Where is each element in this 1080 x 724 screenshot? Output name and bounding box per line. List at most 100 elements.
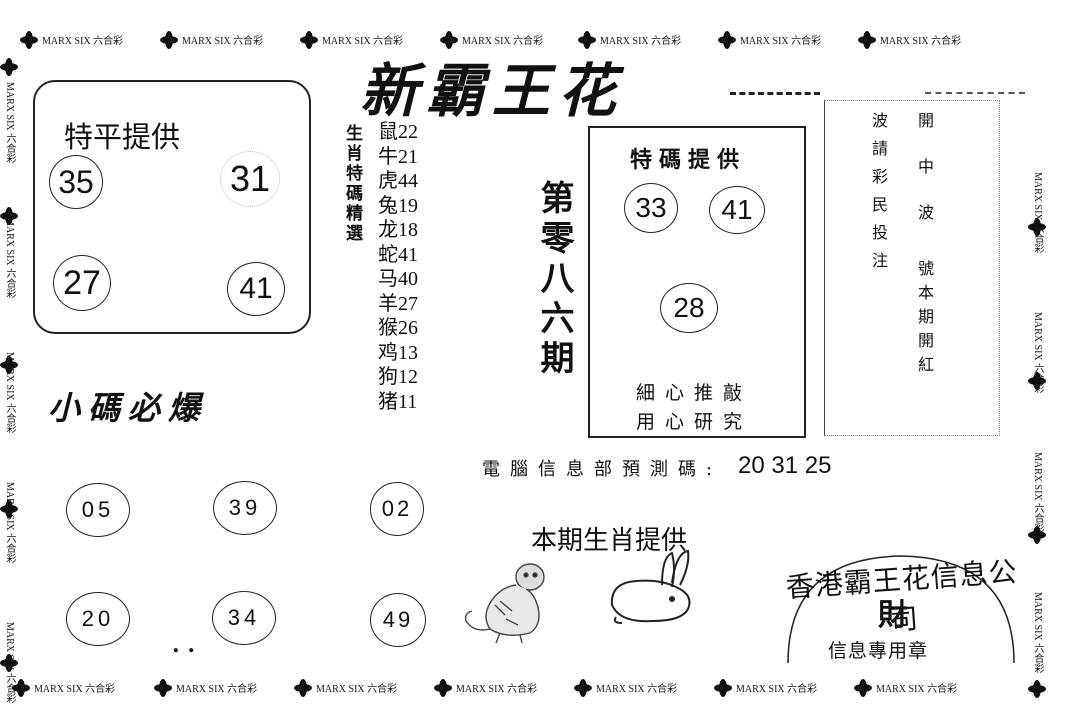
monkey-illustration — [464, 563, 545, 644]
zodiac-animal: 猪 — [378, 388, 398, 413]
flower-icon — [854, 678, 872, 697]
zodiac-animal: 虎 — [378, 168, 398, 192]
border-label: MARX SIX 六合彩 — [462, 36, 544, 47]
zodiac-animal: 蛇 — [378, 241, 398, 266]
zodiac-number: 11 — [398, 390, 418, 413]
flower-icon — [718, 30, 736, 49]
border-item: MARX SIX 六合彩 — [154, 678, 257, 697]
border-label: MARX SIX 六合彩 — [316, 684, 398, 695]
tema-heading: 特碼提供 — [630, 147, 747, 173]
period-label: 第零八六期 — [534, 180, 574, 380]
border-label: MARX SIX 六合彩 — [600, 36, 682, 47]
notice-col1: 波請彩民投注 — [869, 112, 888, 280]
zodiac-animal: 牛 — [378, 143, 398, 168]
zodiac-row: 猴26 — [378, 315, 448, 341]
border-item: MARX SIX 六合彩 — [574, 678, 678, 697]
zodiac-animal: 猴 — [378, 315, 398, 339]
tema-box — [588, 126, 806, 438]
zodiac-row: 狗12 — [378, 364, 448, 390]
border-label: MARX SIX 六合彩 — [456, 684, 538, 695]
notice-col2: 開中波 — [915, 112, 934, 250]
flower-icon — [0, 500, 18, 518]
border-label: MARX SIX 六合彩 — [4, 217, 15, 299]
flower-icon — [1028, 680, 1046, 698]
tema-number: 41 — [709, 186, 765, 234]
zodiac-animal: 兔 — [378, 192, 398, 217]
teping-number: 31 — [220, 151, 280, 207]
zodiac-number: 27 — [398, 292, 418, 315]
border-label: MARX SIX 六合彩 — [322, 36, 404, 47]
zodiac-number: 41 — [398, 243, 418, 266]
page-title: 新霸王花 — [360, 57, 625, 125]
zodiac-animal: 马 — [378, 266, 398, 290]
flower-icon — [154, 678, 172, 697]
flower-icon — [1028, 218, 1046, 236]
border-label: MARX SIX 六合彩 — [4, 482, 15, 564]
seal-ring — [787, 555, 1015, 664]
flower-icon — [0, 654, 18, 672]
seal-bottom: 信息專用章 — [828, 640, 929, 662]
border-label: MARX SIX 六合彩 — [42, 36, 124, 47]
zodiac-number: 26 — [398, 317, 418, 339]
zodiac-number: 12 — [398, 366, 418, 388]
border-label: MARX SIX 六合彩 — [1032, 452, 1043, 534]
border-label: MARX SIX 六合彩 — [182, 36, 264, 47]
border-item: MARX SIX 六合彩 — [440, 30, 544, 49]
zodiac-number: 40 — [398, 268, 418, 290]
zodiac-side-label: 生肖特碼精選 — [342, 124, 362, 244]
company-seal: 香港霸王花信息公司 財 信息專用章 — [768, 548, 1034, 673]
border-label: MARX SIX 六合彩 — [880, 36, 962, 47]
flower-icon — [434, 678, 452, 697]
border-left: MARX SIX 六合彩 MARX SIX 六合彩 MARX SIX 六合彩 MARX… — [0, 0, 1080, 703]
zodiac-row: 猪11 — [378, 388, 448, 415]
small-number: 20 — [66, 592, 130, 646]
border-item: MARX SIX 六合彩 — [578, 30, 682, 49]
border-item: MARX SIX 六合彩 — [294, 678, 398, 697]
border-label: MARX SIX 六合彩 — [736, 684, 818, 695]
zodiac-row: 牛21 — [378, 143, 448, 170]
border-item: MARX SIX 六合彩 — [20, 30, 124, 49]
zodiac-row: 蛇41 — [378, 241, 448, 268]
small-number: 49 — [370, 593, 426, 647]
zodiac-row: 龙18 — [378, 217, 448, 243]
flower-icon — [440, 30, 458, 49]
border-item: MARX SIX 六合彩 — [718, 30, 822, 49]
zodiac-animal: 狗 — [378, 364, 398, 388]
border-item: MARX SIX 六合彩 — [300, 30, 404, 49]
teping-number: 35 — [49, 155, 103, 209]
tema-line2: 用心研究 — [636, 411, 753, 433]
border-label: MARX SIX 六合彩 — [1032, 312, 1043, 394]
zodiac-number: 13 — [398, 341, 418, 364]
zodiac-number: 21 — [398, 145, 418, 168]
zodiac-row: 兔19 — [378, 192, 448, 219]
zodiac-number: 19 — [398, 194, 418, 217]
tema-number: 33 — [624, 183, 678, 233]
border-label: MARX SIX 六合彩 — [596, 684, 678, 695]
flower-icon — [0, 58, 18, 76]
flower-icon — [578, 30, 596, 49]
border-item: MARX SIX 六合彩 — [714, 678, 818, 697]
flower-icon — [20, 30, 38, 49]
teping-heading: 特平提供 — [64, 120, 181, 154]
small-number: 02 — [370, 482, 424, 536]
zodiac-row: 羊27 — [378, 291, 448, 317]
zodiac-animal: 鸡 — [378, 339, 398, 364]
tema-line1: 細心推敲 — [636, 382, 753, 404]
seal-center: 財 — [878, 598, 908, 633]
flower-icon — [0, 356, 18, 374]
zodiac-number: 22 — [398, 121, 418, 143]
border-item: MARX SIX 六合彩 — [12, 678, 115, 697]
zodiac-number: 44 — [398, 170, 418, 192]
zodiac-row: 马40 — [378, 266, 448, 292]
small-number: 34 — [212, 591, 276, 645]
flower-icon — [294, 678, 312, 697]
flower-icon — [0, 207, 18, 225]
border-label: MARX SIX 六合彩 — [740, 36, 822, 47]
flower-icon — [714, 678, 732, 697]
title-dashes-right — [925, 92, 1025, 94]
border-item: MARX SIX 六合彩 — [160, 30, 264, 49]
zodiac-row: 鸡13 — [378, 339, 448, 366]
title-dashes — [730, 92, 820, 95]
border-label: MARX SIX 六合彩 — [1032, 172, 1043, 254]
